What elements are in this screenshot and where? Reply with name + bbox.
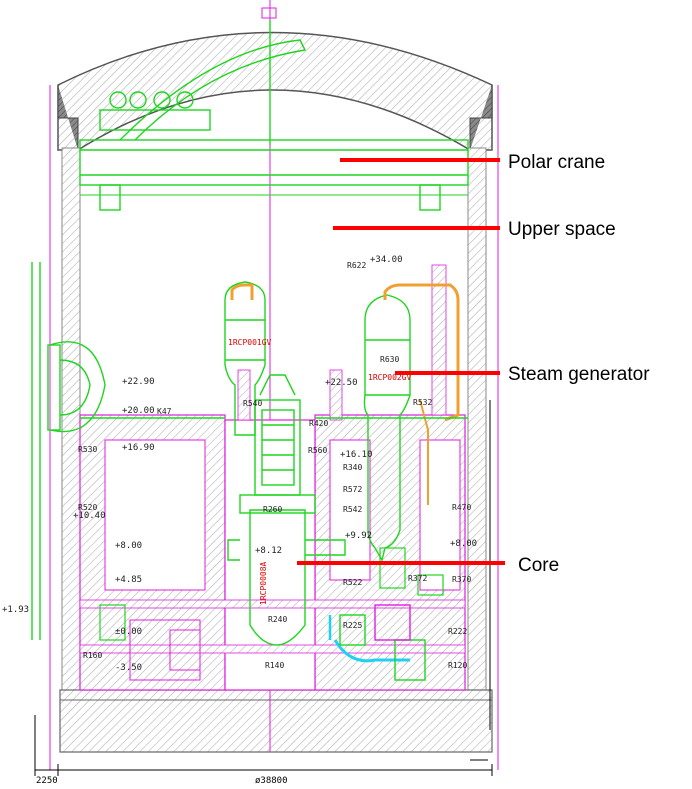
elev-16-10: +16.10 <box>340 450 373 460</box>
room-r340: R340 <box>343 463 362 472</box>
label-core: Core <box>518 555 559 576</box>
room-r532: R532 <box>413 398 432 407</box>
steam-generator-right <box>363 294 411 562</box>
elev-0-00: ±0.00 <box>115 627 142 637</box>
room-r522: R522 <box>343 578 362 587</box>
room-r120: R120 <box>448 661 467 670</box>
elev-8-00-left: +8.00 <box>115 541 142 551</box>
elev-22-50: +22.50 <box>325 378 358 388</box>
dim-left-offset: 2250 <box>36 776 58 786</box>
elev-34-00: +34.00 <box>370 255 403 265</box>
room-r622: R622 <box>347 261 366 270</box>
room-r140: R140 <box>265 661 284 670</box>
callout-polar-crane: Polar crane <box>340 152 605 173</box>
elev-8-12: +8.12 <box>255 546 282 556</box>
elev-minus-3-50: -3.50 <box>115 663 142 673</box>
label-steam-generator: Steam generator <box>508 364 650 385</box>
room-labels: K47 R622 R530 R520 R540 R560 R630 R532 R… <box>78 261 471 670</box>
elev-22-90: +22.90 <box>122 377 155 387</box>
tag-vessel: 1RCP0008A <box>259 561 268 605</box>
label-polar-crane: Polar crane <box>508 152 605 173</box>
room-r225: R225 <box>343 621 362 630</box>
room-r540: R540 <box>243 399 262 408</box>
tag-sg-left: 1RCP001GV <box>228 338 272 347</box>
sg-left-steam-line <box>230 283 254 300</box>
dim-width-total: ø38800 <box>255 776 288 786</box>
elev-9-92: +9.92 <box>345 531 372 541</box>
equipment-hatch <box>31 262 106 640</box>
label-upper-space: Upper space <box>508 219 616 240</box>
room-r160: R160 <box>83 651 102 660</box>
room-r572: R572 <box>343 485 362 494</box>
basemat <box>59 689 493 753</box>
coolant-pump <box>328 604 426 681</box>
room-k47: K47 <box>157 407 172 416</box>
elevation-labels: +34.00 +22.90 +22.50 +20.00 +16.90 +16.1… <box>2 255 477 673</box>
room-r372: R372 <box>408 574 427 583</box>
containment-walls <box>49 85 499 770</box>
room-r530: R530 <box>78 445 97 454</box>
callout-core: Core <box>297 555 559 576</box>
room-r470: R470 <box>452 503 471 512</box>
sg-right-steam-line <box>383 283 460 422</box>
elev-8-00-right: +8.00 <box>450 539 477 549</box>
room-r222: R222 <box>448 627 467 636</box>
room-r520: R520 <box>78 503 97 512</box>
elev-1-93: +1.93 <box>2 605 29 615</box>
room-r560: R560 <box>308 446 327 455</box>
elev-4-85: +4.85 <box>115 575 142 585</box>
elev-10-40: +10.40 <box>73 511 106 521</box>
elev-20-00: +20.00 <box>122 406 155 416</box>
tag-sg-right: 1RCP002GV <box>368 373 412 382</box>
room-r630: R630 <box>380 355 399 364</box>
room-r542: R542 <box>343 505 362 514</box>
elev-16-90: +16.90 <box>122 443 155 453</box>
lower-equipment <box>99 547 444 641</box>
steam-generator-left <box>224 281 266 436</box>
room-r370: R370 <box>452 575 471 584</box>
callout-upper-space: Upper space <box>333 219 616 240</box>
containment-dome <box>57 7 493 151</box>
polar-crane <box>79 20 469 211</box>
reactor-vessel <box>227 374 346 646</box>
room-r260: R260 <box>263 505 282 514</box>
callout-steam-generator: Steam generator <box>395 364 650 385</box>
room-r240: R240 <box>268 615 287 624</box>
room-r420: R420 <box>309 419 328 428</box>
